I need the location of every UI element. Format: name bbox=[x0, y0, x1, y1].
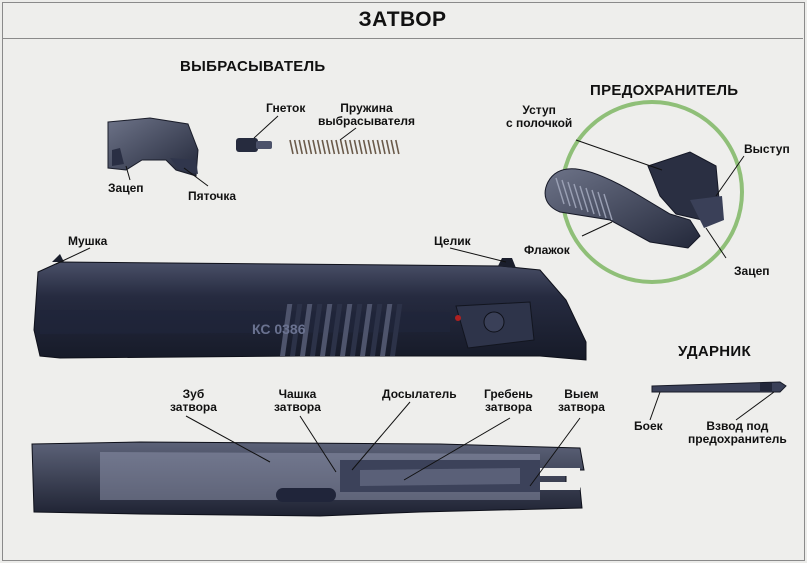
extractor-spring bbox=[289, 139, 400, 155]
label-extractor-spring: Пружина выбрасывателя bbox=[318, 101, 416, 128]
section-safety-heading: ПРЕДОХРАНИТЕЛЬ bbox=[590, 82, 739, 99]
label-safety-lug: Выступ bbox=[744, 142, 790, 156]
title-bar: ЗАТВОР bbox=[2, 2, 803, 39]
label-slide-recess: Выем затвора bbox=[558, 387, 605, 414]
slide-exterior: КС 0386 bbox=[33, 254, 587, 361]
label-extractor-hook: Зацеп bbox=[108, 181, 144, 195]
label-rammer: Досылатель bbox=[382, 387, 457, 401]
label-front-sight: Мушка bbox=[68, 234, 108, 248]
slide-serial-number: КС 0386 bbox=[252, 321, 306, 337]
label-safety-step: Уступ с полочкой bbox=[506, 103, 573, 130]
slide-cutaway bbox=[31, 441, 585, 517]
label-slide-ridge: Гребень затвора bbox=[484, 387, 533, 414]
extractor-part bbox=[107, 117, 199, 177]
label-slide-tooth: Зуб затвора bbox=[170, 387, 217, 414]
label-safety-notch: Взвод под предохранитель bbox=[688, 419, 787, 446]
label-safety-flag: Флажок bbox=[524, 243, 570, 257]
striker-part bbox=[651, 381, 787, 393]
label-safety-hook: Зацеп bbox=[734, 264, 770, 278]
label-extractor-heel: Пяточка bbox=[188, 189, 237, 203]
label-breech-face: Чашка затвора bbox=[274, 387, 321, 414]
poster-title: ЗАТВОР bbox=[358, 8, 447, 31]
label-firing-pin: Боек bbox=[634, 419, 663, 433]
detent-part bbox=[236, 138, 272, 152]
section-extractor-heading: ВЫБРАСЫВАТЕЛЬ bbox=[180, 58, 326, 75]
safety-lever-part bbox=[544, 151, 724, 249]
label-rear-sight: Целик bbox=[434, 234, 471, 248]
leader-lines bbox=[55, 115, 775, 487]
section-striker-heading: УДАРНИК bbox=[678, 343, 751, 360]
label-detent: Гнеток bbox=[266, 101, 306, 115]
